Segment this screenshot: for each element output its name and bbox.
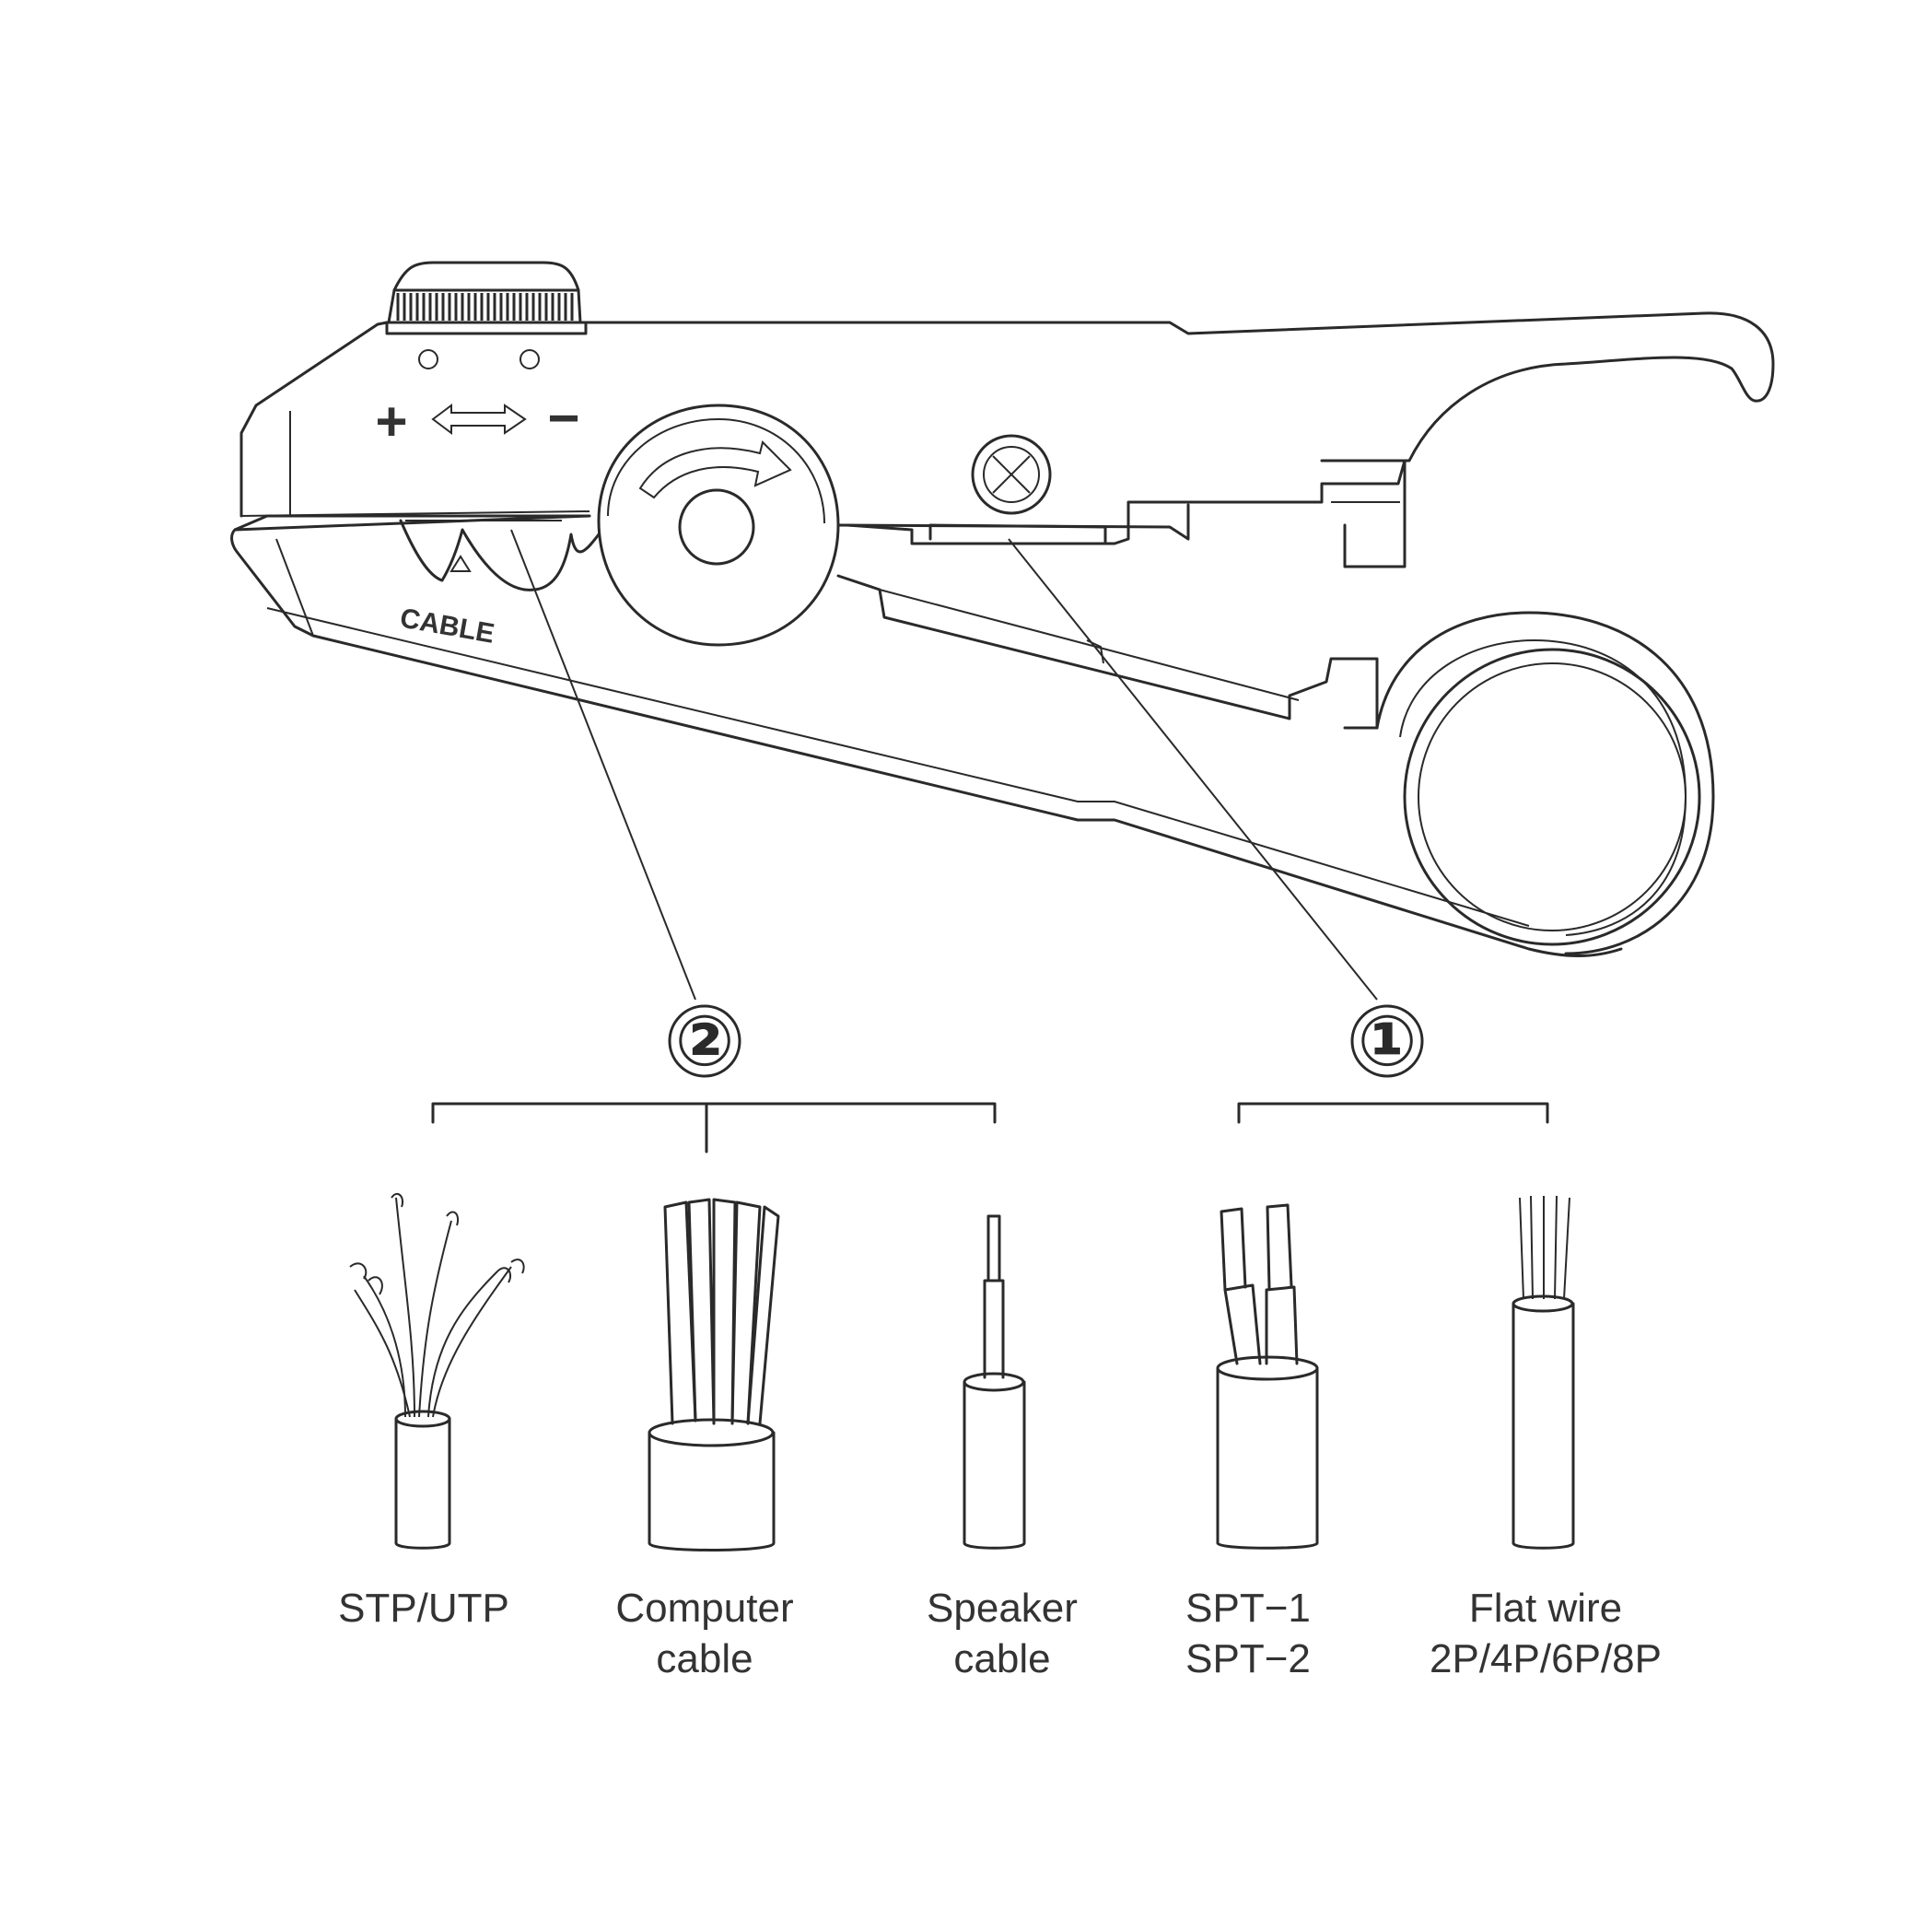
bracket-two [431, 1102, 997, 1153]
cable-label-stp-utp: STP/UTP [338, 1586, 509, 1631]
cable-label-flat-line1: Flat wire [1469, 1586, 1622, 1631]
tool-lower-handle [233, 514, 591, 532]
callout-one: ① [1350, 1002, 1424, 1081]
screw-icon [971, 434, 1052, 515]
ring-handle-hole [1403, 648, 1701, 946]
cable-label-computer-line1: Computer [615, 1586, 793, 1631]
computer-cable-icon [648, 1198, 780, 1551]
cable-label-speaker-line1: Speaker [927, 1586, 1078, 1631]
cable-label-computer-line2: cable [656, 1636, 753, 1681]
callout-two: ② [668, 1002, 741, 1081]
cable-label-speaker-line2: cable [953, 1636, 1050, 1681]
svg-text:①: ① [1358, 1002, 1417, 1081]
double-arrow-icon [431, 404, 527, 435]
adjustment-knob[interactable] [385, 261, 588, 335]
flat-wire-icon [1512, 1195, 1575, 1550]
rotation-arrow-icon [638, 440, 792, 499]
rotary-blade-wheel [597, 404, 840, 647]
callout-leaders [510, 529, 1378, 1001]
ring-handle-outer [1375, 611, 1715, 955]
cable-label-spt-line1: SPT−1 [1185, 1586, 1311, 1631]
tool-upper-body [239, 311, 1775, 545]
svg-text:②: ② [675, 1002, 734, 1081]
cable-label-flat-line2: 2P/4P/6P/8P [1430, 1636, 1662, 1681]
adjust-plus-label: + [375, 391, 407, 452]
spt-cable-icon [1216, 1203, 1319, 1550]
cable-notch [399, 519, 601, 591]
stripper-tool: + − CABLE [230, 261, 1775, 957]
stp-utp-cable-icon [349, 1192, 525, 1550]
adjust-minus-label: − [547, 387, 579, 449]
cable-marker-triangle [449, 555, 472, 572]
bracket-one [1237, 1102, 1549, 1124]
speaker-cable-icon [963, 1214, 1026, 1550]
cable-label-spt-line2: SPT−2 [1185, 1636, 1311, 1681]
cable-labels: STP/UTP Computer cable Speaker cable SPT… [338, 1586, 1662, 1681]
